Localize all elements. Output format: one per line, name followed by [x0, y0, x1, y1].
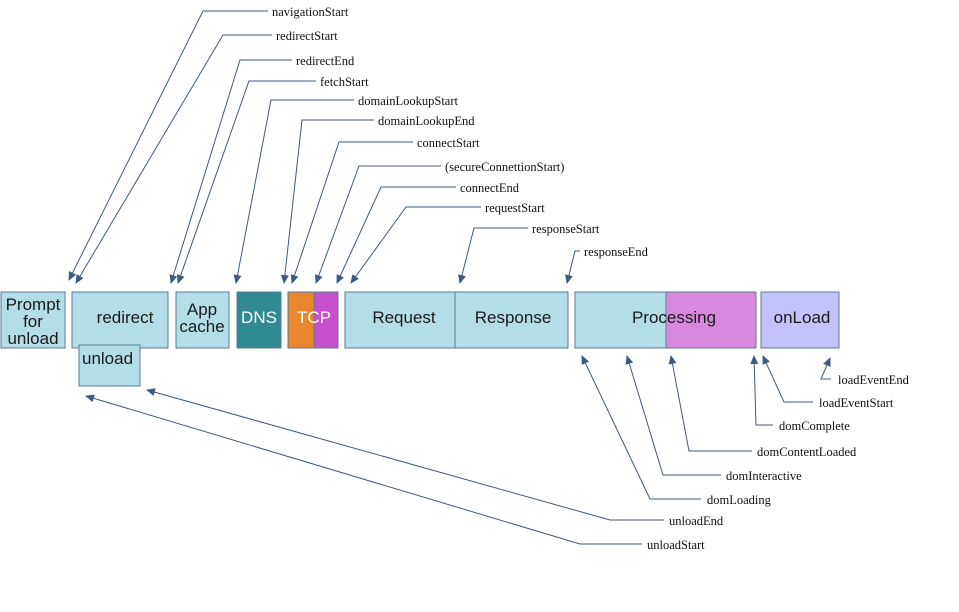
redirect-end-arrow — [169, 59, 292, 284]
phase-labels: Prompt for unload redirect unload App ca… — [6, 295, 831, 368]
redirect-end-label: redirectEnd — [296, 54, 355, 68]
dns-box — [236, 291, 282, 349]
unload-start-arrow — [85, 394, 642, 545]
connect-start-arrow — [290, 141, 413, 284]
dom-complete-label: domComplete — [779, 419, 850, 433]
redirect-label: redirect — [97, 308, 154, 327]
app-cache-label-line1: App — [187, 300, 217, 319]
redirect-start-arrow — [75, 34, 272, 284]
fetch-start-arrow — [176, 80, 316, 284]
onload-label: onLoad — [774, 308, 831, 327]
onload-box — [760, 291, 840, 349]
fetch-start-label: fetchStart — [320, 75, 369, 89]
bottom-event-arrows — [85, 355, 831, 545]
response-end-label: responseEnd — [584, 245, 649, 259]
response-box — [454, 291, 569, 349]
request-start-label: requestStart — [485, 201, 545, 215]
prompt-label-line1: Prompt — [6, 295, 61, 314]
domain-lookup-end-label: domainLookupEnd — [378, 114, 475, 128]
dns-label: DNS — [241, 308, 277, 327]
dom-loading-label: domLoading — [707, 493, 772, 507]
tcp-label: TCP — [297, 308, 331, 327]
dom-interactive-label: domInteractive — [726, 469, 802, 483]
unload-box — [78, 344, 141, 387]
response-start-label: responseStart — [532, 222, 600, 236]
top-event-arrows — [68, 10, 580, 284]
response-end-arrow — [565, 250, 580, 284]
secure-connection-start-label: (secureConnettionStart) — [445, 160, 564, 174]
unload-start-label: unloadStart — [647, 538, 705, 552]
prompt-label-line2: for — [23, 312, 43, 331]
app-cache-box — [175, 291, 230, 349]
bottom-event-labels: loadEventEnd loadEventStart domComplete … — [647, 373, 910, 552]
domain-lookup-end-arrow — [280, 119, 374, 284]
unload-label: unload — [82, 349, 133, 368]
dom-content-loaded-arrow — [668, 355, 752, 452]
connect-end-arrow — [336, 186, 456, 284]
prompt-for-unload-box — [0, 291, 66, 349]
dom-loading-arrow — [581, 355, 701, 500]
phase-boxes — [0, 291, 840, 387]
dom-interactive-arrow — [625, 355, 721, 476]
domain-lookup-start-label: domainLookupStart — [358, 94, 459, 108]
unload-end-label: unloadEnd — [669, 514, 724, 528]
domain-lookup-start-arrow — [233, 99, 354, 284]
redirect-start-label: redirectStart — [276, 29, 338, 43]
top-event-labels: navigationStart redirectStart redirectEn… — [272, 5, 649, 259]
dom-content-loaded-label: domContentLoaded — [757, 445, 857, 459]
response-label: Response — [475, 308, 552, 327]
request-label: Request — [372, 308, 436, 327]
app-cache-label-line2: cache — [179, 317, 224, 336]
secure-connection-start-arrow — [315, 165, 441, 284]
redirect-box — [71, 291, 169, 349]
navigation-start-label: navigationStart — [272, 5, 349, 19]
request-box — [344, 291, 456, 349]
connect-end-label: connectEnd — [460, 181, 520, 195]
load-event-start-label: loadEventStart — [819, 396, 894, 410]
processing-box-dom — [574, 291, 667, 349]
request-start-arrow — [350, 206, 481, 284]
tcp-box-secure — [313, 291, 339, 349]
processing-box-content — [665, 291, 757, 349]
processing-label: Processing — [632, 308, 716, 327]
load-event-end-label: loadEventEnd — [838, 373, 910, 387]
response-start-arrow — [458, 227, 528, 284]
tcp-box-plain — [287, 291, 315, 349]
prompt-label-line3: unload — [7, 329, 58, 348]
dom-complete-arrow — [750, 355, 773, 426]
navigation-start-arrow — [68, 10, 268, 281]
load-event-start-arrow — [762, 355, 813, 403]
load-event-end-arrow — [820, 357, 831, 380]
unload-end-arrow — [146, 388, 664, 521]
connect-start-label: connectStart — [417, 136, 480, 150]
